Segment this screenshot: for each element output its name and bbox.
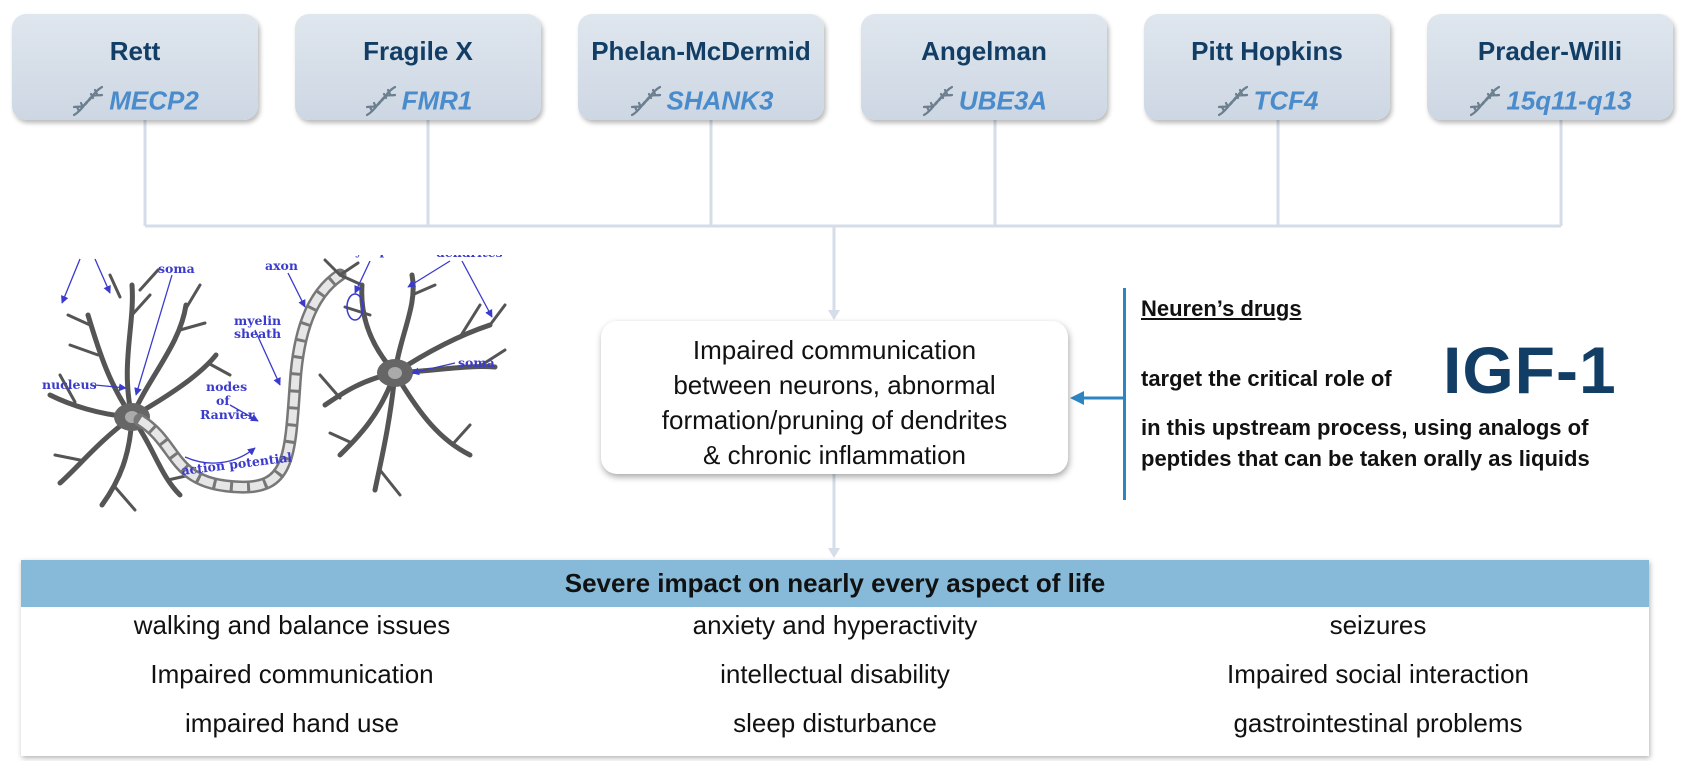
- impact-item: anxiety and hyperactivity: [692, 610, 978, 640]
- syndrome-card-rett: Rett MECP2: [12, 14, 258, 120]
- impact-item: intellectual disability: [720, 659, 950, 689]
- syndrome-card-angelman: Angelman UBE3A: [861, 14, 1107, 120]
- mechanism-line: & chronic inflammation: [703, 440, 966, 470]
- label-sheath: sheath: [234, 326, 281, 341]
- drugs-panel: Neuren’s drugs target the critical role …: [1123, 288, 1686, 500]
- dna-icon: [365, 85, 396, 117]
- gene-label: UBE3A: [958, 85, 1048, 116]
- neuron-diagram: dendrites soma axon synapse dendrites my…: [42, 255, 507, 512]
- label-synapse: synapse: [348, 255, 403, 258]
- syndrome-name: Angelman: [921, 36, 1047, 66]
- gene-label: FMR1: [401, 85, 473, 116]
- impact-item: seizures: [1329, 610, 1427, 640]
- arrow-down-to-box: [828, 310, 840, 320]
- impact-item: Impaired communication: [150, 659, 434, 689]
- drugs-highlight: IGF-1: [1443, 333, 1617, 407]
- impact-item: sleep disturbance: [733, 708, 937, 738]
- gene-label: 15q11-q13: [1506, 85, 1632, 116]
- dna-icon: [630, 85, 661, 117]
- dna-icon: [1470, 85, 1501, 117]
- drugs-line-2: in this upstream process, using analogs …: [1141, 415, 1590, 471]
- syndrome-card-prader-willi: Prader-Willi 15q11-q13: [1427, 14, 1673, 120]
- impact-item: walking and balance issues: [133, 610, 451, 640]
- mechanism-line: Impaired communication: [692, 335, 977, 365]
- label-dendrites-right: dendrites: [436, 255, 503, 260]
- mechanism-box: Impaired communication between neurons, …: [601, 321, 1068, 474]
- drugs-line-1: target the critical role of: [1141, 366, 1392, 391]
- dna-icon: [73, 85, 104, 117]
- label-myelin: myelin: [234, 313, 281, 328]
- impact-title: Severe impact on nearly every aspect of …: [21, 560, 1649, 607]
- syndrome-card-phelan-mcdermid: Phelan-McDermid SHANK3: [578, 14, 824, 120]
- label-ranvier: Ranvier: [200, 407, 255, 422]
- label-dendrites-left: dendrites: [54, 255, 121, 258]
- gene-label: TCF4: [1253, 85, 1319, 116]
- impact-item: impaired hand use: [185, 708, 399, 738]
- gene-label: MECP2: [109, 85, 199, 116]
- label-soma-right: soma: [458, 355, 495, 370]
- gene-label: SHANK3: [666, 85, 774, 116]
- syndrome-card-fragile-x: Fragile X FMR1: [295, 14, 541, 120]
- impact-panel: Severe impact on nearly every aspect of …: [21, 560, 1649, 756]
- dna-icon: [1217, 85, 1248, 117]
- syndrome-card-pitt-hopkins: Pitt Hopkins TCF4: [1144, 14, 1390, 120]
- arrow-left-to-box: [1070, 391, 1123, 405]
- syndrome-name: Pitt Hopkins: [1191, 36, 1343, 66]
- mechanism-line: between neurons, abnormal: [673, 370, 996, 400]
- drugs-title: Neuren’s drugs: [1141, 296, 1302, 321]
- syndrome-name: Rett: [109, 36, 161, 66]
- impact-item: gastrointestinal problems: [1233, 708, 1523, 738]
- label-of: of: [216, 393, 231, 408]
- label-nodes: nodes: [206, 379, 247, 394]
- synapse-marker: [346, 293, 364, 321]
- label-nucleus: nucleus: [42, 377, 97, 392]
- syndrome-name: Fragile X: [363, 36, 473, 66]
- syndrome-name: Phelan-McDermid: [591, 36, 811, 66]
- label-soma-left: soma: [158, 261, 195, 276]
- neuron-arrows: [61, 258, 493, 464]
- impact-item: Impaired social interaction: [1226, 659, 1530, 689]
- dna-icon: [922, 85, 954, 117]
- syndrome-name: Prader-Willi: [1477, 36, 1623, 66]
- arrow-down-to-impact: [828, 548, 840, 558]
- mechanism-line: formation/pruning of dendrites: [661, 405, 1008, 435]
- label-axon: axon: [265, 258, 298, 273]
